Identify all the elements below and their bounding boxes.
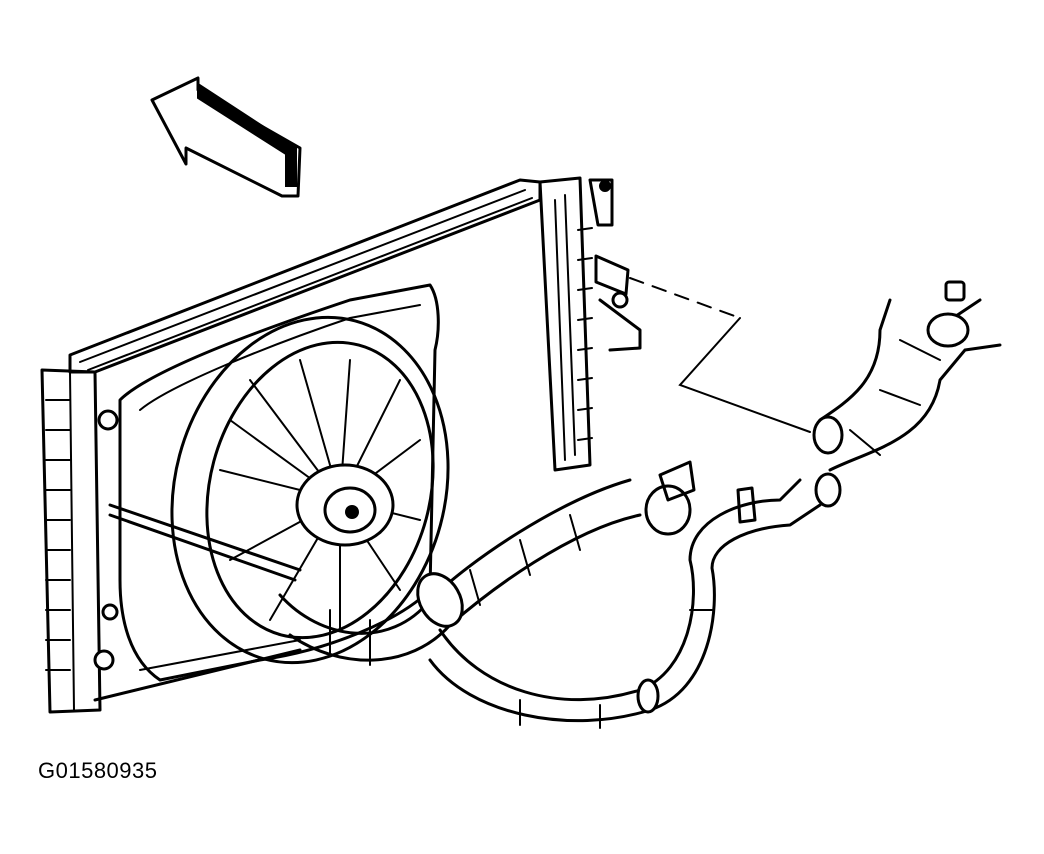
radiator — [40, 176, 614, 714]
cooling-fan — [170, 315, 450, 665]
bypass-hose — [428, 472, 842, 729]
hose-bracket — [658, 460, 757, 524]
lower-radiator-hose — [278, 478, 692, 666]
figure-id-label: G01580935 — [38, 758, 158, 783]
hose-connection-leader — [594, 254, 811, 433]
upper-radiator-hose — [812, 280, 1002, 472]
front-direction-arrow-icon — [150, 76, 302, 198]
shroud-strut — [108, 503, 302, 582]
